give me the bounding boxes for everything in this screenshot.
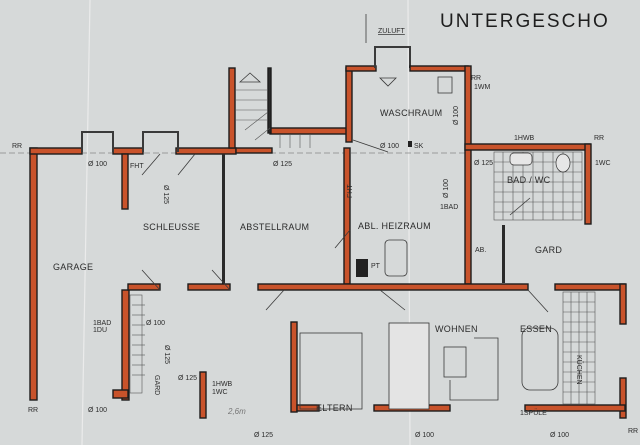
diameter-label: Ø 100 xyxy=(380,143,399,150)
diameter-label: Ø 125 xyxy=(254,432,273,439)
diameter-label: Ø 100 xyxy=(415,432,434,439)
zuluft-arrow-icon xyxy=(379,77,397,87)
diameter-label: Ø 100 xyxy=(550,432,569,439)
diameter-label: Ø 100 xyxy=(443,179,450,198)
room-waschraum: WASCHRAUM xyxy=(380,108,442,118)
shelf-unit-icon xyxy=(388,322,430,410)
fixture-wc-bottom: 1WC xyxy=(212,389,228,396)
fixture-du-left: 1DU xyxy=(93,327,107,334)
diameter-label: Ø 125 xyxy=(162,185,169,204)
sofa-icon xyxy=(449,337,499,401)
diameter-label: Ø 100 xyxy=(453,106,460,125)
washing-machine-icon xyxy=(437,76,453,94)
plan-title: UNTERGESCHO xyxy=(440,11,610,32)
diameter-label: Ø 100 xyxy=(88,161,107,168)
wardrobe-left xyxy=(129,294,145,394)
room-gard-left: GARD xyxy=(153,375,160,395)
fixture-hwb-bottom: 1HWB xyxy=(212,381,233,388)
toilet-icon xyxy=(555,153,571,173)
room-abstellraum: ABSTELLRAUM xyxy=(240,222,309,232)
table-icon xyxy=(443,346,467,378)
dining-table-icon xyxy=(521,327,559,391)
fixture-hwb-top: 1HWB xyxy=(514,135,535,142)
room-ab: AB. xyxy=(475,247,486,254)
kitchen-tiles xyxy=(562,291,596,405)
fixture-fht-left: FHT xyxy=(130,163,144,170)
room-schleusse: SCHLEUSSE xyxy=(143,222,200,232)
sk-marker xyxy=(408,141,412,147)
room-heizraum: ABL. HEIZRAUM xyxy=(358,221,431,231)
downpipe-label: RR xyxy=(28,407,38,414)
room-bad-wc: BAD / WC xyxy=(507,175,551,185)
zuluft-label: ZULUFT xyxy=(378,28,406,35)
walls xyxy=(29,46,627,419)
fixture-wc-right: 1WC xyxy=(595,160,611,167)
fixture-wm: 1WM xyxy=(474,84,491,91)
diameter-label: Ø 100 xyxy=(88,407,107,414)
room-eltern: ELTERN xyxy=(316,403,353,413)
bath-tiles xyxy=(493,151,583,221)
fixture-bad-right: 1BAD xyxy=(440,204,458,211)
stair-up-arrow-icon xyxy=(238,72,262,83)
room-gard-right: GARD xyxy=(535,245,562,255)
downpipe-label: RR xyxy=(628,428,638,435)
bed-icon xyxy=(299,332,363,410)
diameter-label: Ø 125 xyxy=(178,375,197,382)
fixture-bad-left: 1BAD xyxy=(93,320,111,327)
paper-fold xyxy=(81,0,91,445)
diameter-label: Ø 100 xyxy=(146,320,165,327)
room-garage: GARAGE xyxy=(53,262,93,272)
diameter-label: Ø 125 xyxy=(163,345,170,364)
room-wohnen: WOHNEN xyxy=(435,324,478,334)
diameter-label: Ø 125 xyxy=(474,160,493,167)
diameter-label: Ø 125 xyxy=(273,161,292,168)
fixture-pt: PT xyxy=(371,263,381,270)
boiler-icon xyxy=(384,239,408,277)
fixtures-drawing xyxy=(129,14,596,410)
room-essen: ESSEN xyxy=(520,324,552,334)
fixture-spuele: 1SPÜLE xyxy=(520,409,547,417)
tank-icon xyxy=(356,259,368,277)
fixture-sk: SK xyxy=(414,143,424,150)
fixture-fht-mid: FHT xyxy=(347,184,354,198)
handwritten-dimension: 2,6m xyxy=(227,407,246,416)
downpipe-label: RR xyxy=(594,135,604,142)
room-kuechen: KÜCHEN xyxy=(575,355,583,385)
washbasin-icon xyxy=(509,152,533,166)
downpipe-label: RR xyxy=(12,143,22,150)
downpipe-label: RR xyxy=(471,75,481,82)
